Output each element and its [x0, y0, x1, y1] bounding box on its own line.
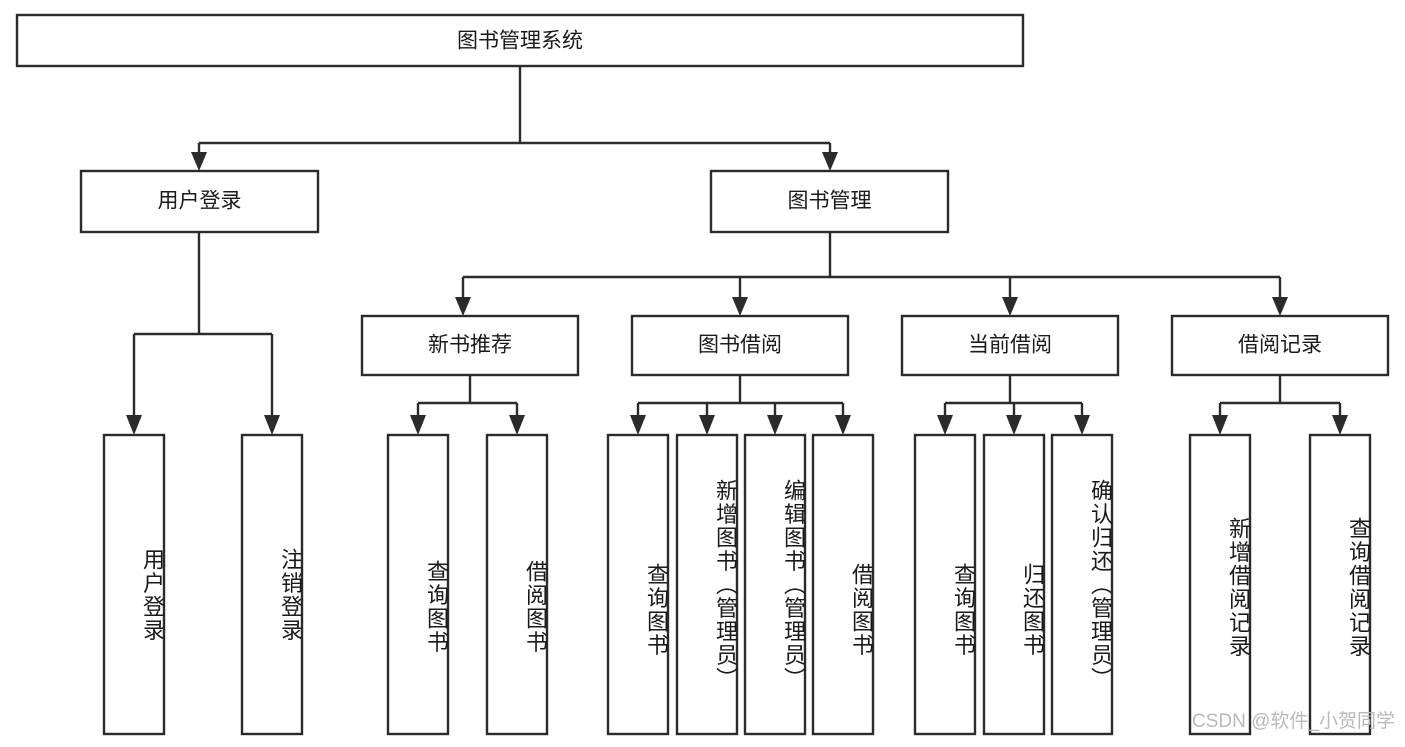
arrow-head-bb-edit-book [767, 415, 783, 435]
arrow-head-cb-query-book [937, 415, 953, 435]
arrow-head-user-logout-leaf [264, 415, 280, 435]
node-box-user-login-leaf[interactable] [102, 433, 166, 736]
node-label-book-borrow: 图书借阅 [698, 334, 782, 357]
arrow-head-user-login-leaf [126, 415, 142, 435]
node-box-user-login[interactable] [79, 169, 320, 234]
node-label-new-book-recommend: 新书推荐 [428, 334, 512, 357]
node-box-cb-return-book[interactable] [982, 433, 1046, 736]
node-box-bb-edit-book[interactable] [743, 433, 807, 736]
arrow-head-br-add-record [1212, 415, 1228, 435]
edge-group-borrow-record-children [1212, 375, 1348, 435]
node-box-book-manage[interactable] [709, 169, 950, 234]
edge-group-book-manage-children [455, 232, 1288, 316]
edge-group-current-borrow-children [937, 375, 1090, 435]
node-box-bb-add-book[interactable] [675, 433, 739, 736]
node-label-user-login: 用户登录 [158, 190, 242, 213]
node-box-cb-query-book[interactable] [913, 433, 977, 736]
node-label-current-borrow: 当前借阅 [968, 334, 1052, 357]
node-box-book-borrow[interactable] [630, 314, 850, 377]
edge-group-new-book-recommend-children [410, 375, 525, 435]
arrow-head-new-book-recommend [455, 297, 471, 316]
arrow-head-current-borrow [1002, 297, 1018, 316]
node-box-nbr-borrow-book[interactable] [485, 433, 549, 736]
arrow-head-br-query-record [1332, 415, 1348, 435]
arrow-head-bb-query-book [630, 415, 646, 435]
arrow-head-book-borrow [732, 297, 748, 316]
node-box-root[interactable] [15, 13, 1025, 68]
edge-group-book-borrow-children [630, 375, 851, 435]
node-label-root: 图书管理系统 [457, 30, 583, 53]
node-box-user-logout-leaf[interactable] [240, 433, 304, 736]
arrow-head-bb-borrow-book [835, 415, 851, 435]
arrow-head-book-manage [822, 152, 838, 171]
node-label-book-manage: 图书管理 [788, 190, 872, 213]
arrow-head-bb-add-book [699, 415, 715, 435]
node-box-br-query-record[interactable] [1308, 433, 1372, 736]
node-box-cb-confirm-return[interactable] [1050, 433, 1114, 736]
node-box-borrow-record[interactable] [1170, 314, 1390, 377]
arrow-head-nbr-borrow-book [509, 415, 525, 435]
node-box-nbr-query-book[interactable] [386, 433, 450, 736]
arrow-head-borrow-record [1272, 297, 1288, 316]
node-box-bb-query-book[interactable] [606, 433, 670, 736]
edge-group-root-to-level2 [191, 66, 838, 171]
arrow-head-nbr-query-book [410, 415, 426, 435]
node-box-br-add-record[interactable] [1188, 433, 1252, 736]
edge-group-user-login-children [126, 232, 280, 435]
node-box-bb-borrow-book[interactable] [811, 433, 875, 736]
arrow-head-user-login [191, 152, 207, 171]
arrow-head-cb-return-book [1006, 415, 1022, 435]
node-box-current-borrow[interactable] [900, 314, 1120, 377]
node-label-borrow-record: 借阅记录 [1238, 334, 1322, 357]
arrow-head-cb-confirm-return [1074, 415, 1090, 435]
node-box-new-book-recommend[interactable] [360, 314, 580, 377]
csdn-watermark: CSDN @软件_小贺同学 [1192, 711, 1395, 732]
